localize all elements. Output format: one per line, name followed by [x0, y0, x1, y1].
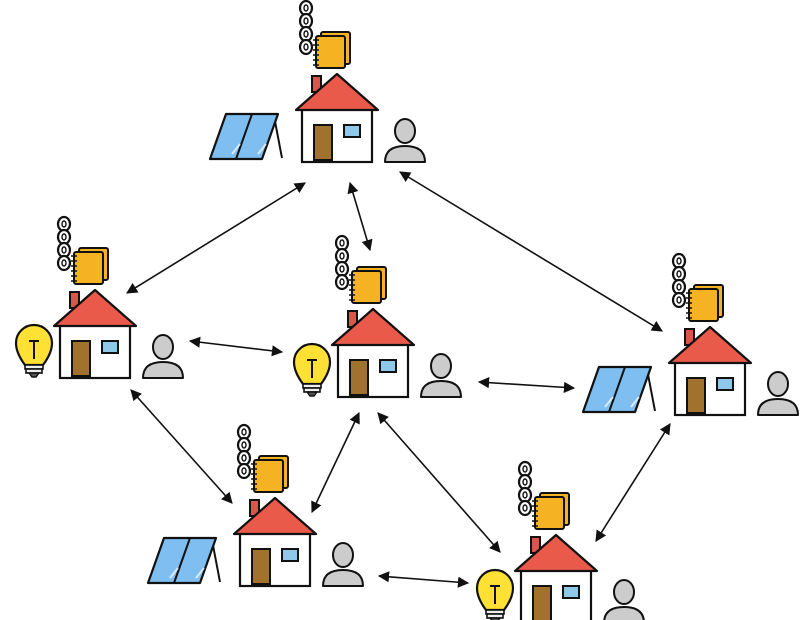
link-arrow-house-top-to-house-center — [347, 181, 373, 252]
link-arrow-house-left-to-house-center — [188, 336, 284, 357]
person-icon — [322, 542, 364, 587]
blockchain-chain-icon — [334, 234, 350, 291]
ledger-book-icon — [251, 455, 289, 493]
links-layer — [126, 171, 671, 588]
person-icon — [384, 118, 426, 163]
link-arrow-house-top-to-house-left — [126, 182, 306, 294]
node-house-top — [208, 0, 426, 164]
ledger-book-icon — [686, 284, 724, 322]
person-icon — [603, 579, 645, 620]
ledger-book-icon — [313, 31, 351, 69]
ledger-book-icon — [71, 247, 109, 285]
link-arrow-house-left-to-house-bottom-left — [130, 389, 233, 504]
ledger-book-icon — [532, 492, 570, 530]
house-icon — [52, 288, 138, 380]
node-house-left — [14, 215, 184, 380]
ledger-book-icon — [349, 266, 387, 304]
link-arrow-house-top-to-house-right — [399, 171, 663, 332]
blockchain-chain-icon — [298, 0, 314, 56]
house-icon — [330, 307, 416, 399]
blockchain-chain-icon — [671, 252, 687, 309]
solar-panel-icon — [581, 365, 656, 414]
house-icon — [667, 325, 753, 417]
link-arrow-house-right-to-house-bottom-right — [595, 423, 671, 542]
blockchain-chain-icon — [517, 460, 533, 517]
blockchain-chain-icon — [56, 215, 72, 272]
nodes-layer — [14, 0, 799, 620]
node-house-right — [581, 252, 799, 417]
house-icon — [232, 496, 318, 588]
link-arrow-house-center-to-house-bottom-left — [311, 411, 360, 514]
house-icon — [294, 72, 380, 164]
light-bulb-icon — [292, 342, 332, 397]
person-icon — [142, 334, 184, 379]
solar-panel-icon — [208, 112, 283, 161]
light-bulb-icon — [14, 323, 54, 378]
person-icon — [757, 371, 799, 416]
solar-panel-icon — [146, 536, 221, 585]
link-arrow-house-bottom-left-to-house-bottom-right — [377, 571, 470, 588]
link-arrow-house-center-to-house-bottom-right — [377, 412, 501, 553]
node-house-bottom-right — [475, 460, 645, 620]
house-icon — [513, 533, 599, 620]
node-house-bottom-left — [146, 423, 364, 588]
node-house-center — [292, 234, 462, 399]
person-icon — [420, 353, 462, 398]
light-bulb-icon — [475, 568, 515, 620]
blockchain-chain-icon — [236, 423, 252, 480]
link-arrow-house-center-to-house-right — [477, 377, 576, 393]
